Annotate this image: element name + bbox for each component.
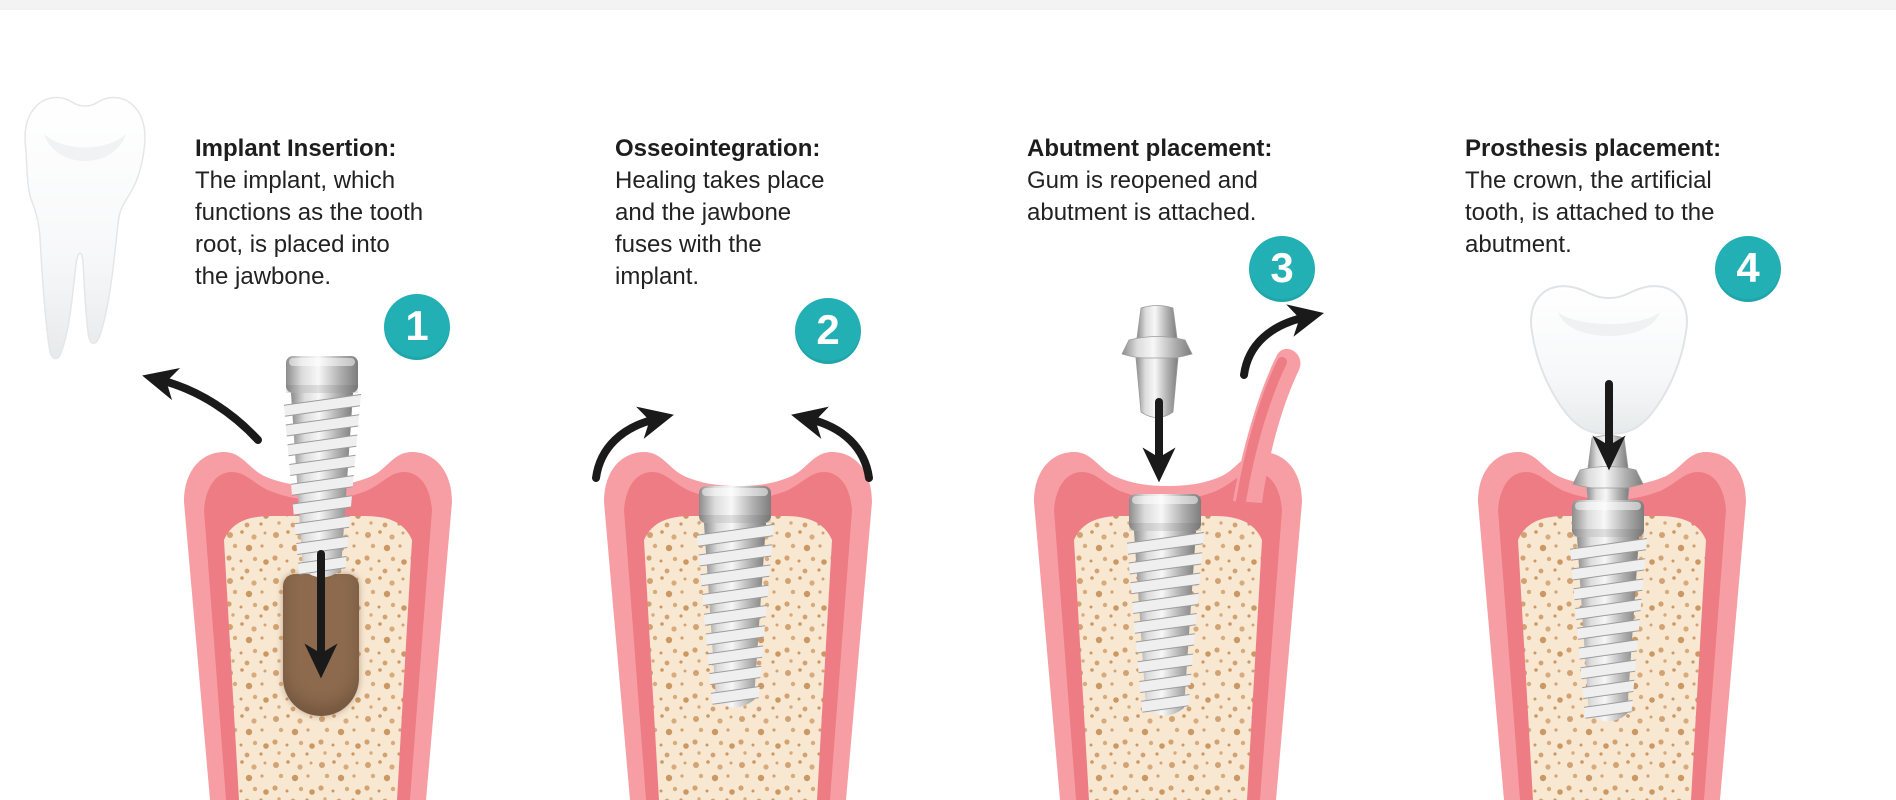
step-3-text: Abutment placement: Gum is reopened and … bbox=[1027, 133, 1317, 229]
step-4-text: Prosthesis placement: The crown, the art… bbox=[1465, 133, 1765, 261]
arrow-to-tooth-icon bbox=[142, 367, 262, 444]
step-3-description: Gum is reopened and abutment is attached… bbox=[1027, 167, 1258, 226]
arrow-down-into-hole-icon bbox=[304, 550, 338, 679]
step-3-title: Abutment placement: bbox=[1027, 135, 1273, 162]
step-3-badge: 3 bbox=[1249, 236, 1315, 302]
step-1-description: The implant, which functions as the toot… bbox=[195, 167, 424, 290]
arrow-flap-open-icon bbox=[1240, 304, 1324, 379]
step-2-badge: 2 bbox=[795, 298, 861, 364]
step-2-text: Osseointegration: Healing takes place an… bbox=[615, 133, 895, 293]
step-1-badge: 1 bbox=[384, 294, 450, 360]
step-4-number: 4 bbox=[1736, 244, 1760, 291]
step-1-title: Implant Insertion: bbox=[195, 135, 397, 162]
arrow-curved-right-icon bbox=[791, 406, 873, 482]
molar-tooth-icon bbox=[14, 78, 156, 373]
step-4-badge: 4 bbox=[1715, 236, 1781, 302]
step-3-number: 3 bbox=[1270, 244, 1294, 291]
step-2-number: 2 bbox=[816, 306, 840, 353]
step-2-description: Healing takes place and the jawbone fuse… bbox=[615, 167, 825, 290]
step-1-text: Implant Insertion: The implant, which fu… bbox=[195, 133, 475, 293]
arrow-down-crown-icon bbox=[1592, 380, 1626, 471]
step-4-description: The crown, the artificial tooth, is atta… bbox=[1465, 167, 1715, 258]
implant-screw-3 bbox=[1120, 492, 1210, 722]
step-4-title: Prosthesis placement: bbox=[1465, 135, 1722, 162]
implant-screw-4 bbox=[1563, 498, 1653, 728]
step-2-title: Osseointegration: bbox=[615, 135, 821, 162]
arrow-down-abutment-icon bbox=[1142, 398, 1176, 483]
top-border bbox=[0, 0, 1896, 10]
step-1-number: 1 bbox=[405, 302, 429, 349]
arrow-curved-left-icon bbox=[592, 406, 674, 482]
implant-screw-2 bbox=[690, 484, 780, 714]
